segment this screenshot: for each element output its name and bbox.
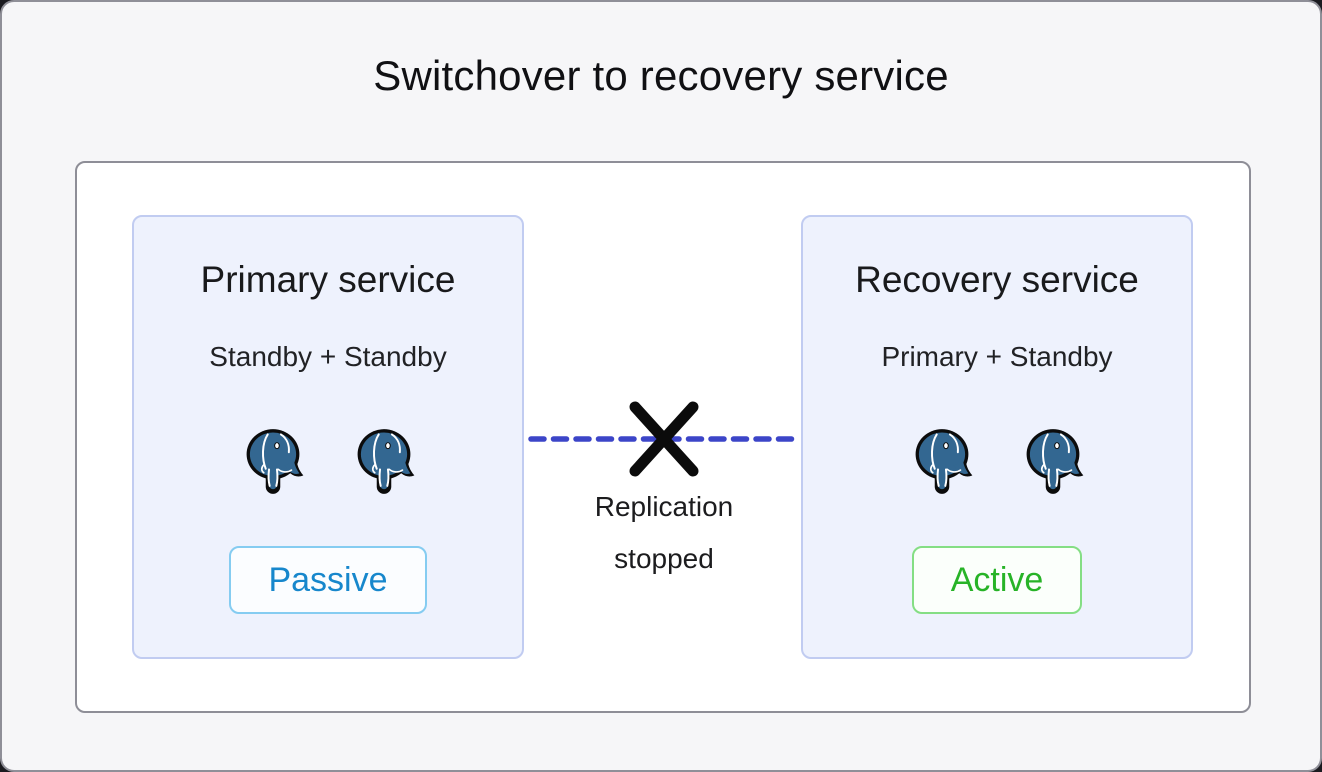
postgresql-icon: [240, 427, 306, 496]
node-row-primary: [240, 427, 417, 496]
replication-label-line2: stopped: [614, 543, 714, 574]
status-badge-active: Active: [911, 546, 1083, 615]
stopped-cross-icon: [629, 401, 699, 477]
diagram-board: Primary service Standby + Standby Passiv…: [75, 161, 1251, 713]
card-title-recovery: Recovery service: [855, 259, 1139, 300]
card-subtitle-primary: Standby + Standby: [209, 340, 447, 372]
postgresql-icon: [351, 427, 417, 496]
card-subtitle-recovery: Primary + Standby: [881, 340, 1113, 372]
status-badge-passive: Passive: [229, 546, 427, 615]
diagram-title: Switchover to recovery service: [373, 52, 949, 99]
replication-stopped-label: Replication stopped: [554, 481, 774, 585]
service-card-primary: Primary service Standby + Standby Passiv…: [132, 215, 524, 659]
card-title-primary: Primary service: [200, 259, 456, 300]
replication-label-line1: Replication: [594, 491, 734, 522]
postgresql-icon: [909, 427, 975, 496]
node-row-recovery: [909, 427, 1086, 496]
postgresql-icon: [1020, 427, 1086, 496]
service-card-recovery: Recovery service Primary + Standby Activ…: [801, 215, 1193, 659]
